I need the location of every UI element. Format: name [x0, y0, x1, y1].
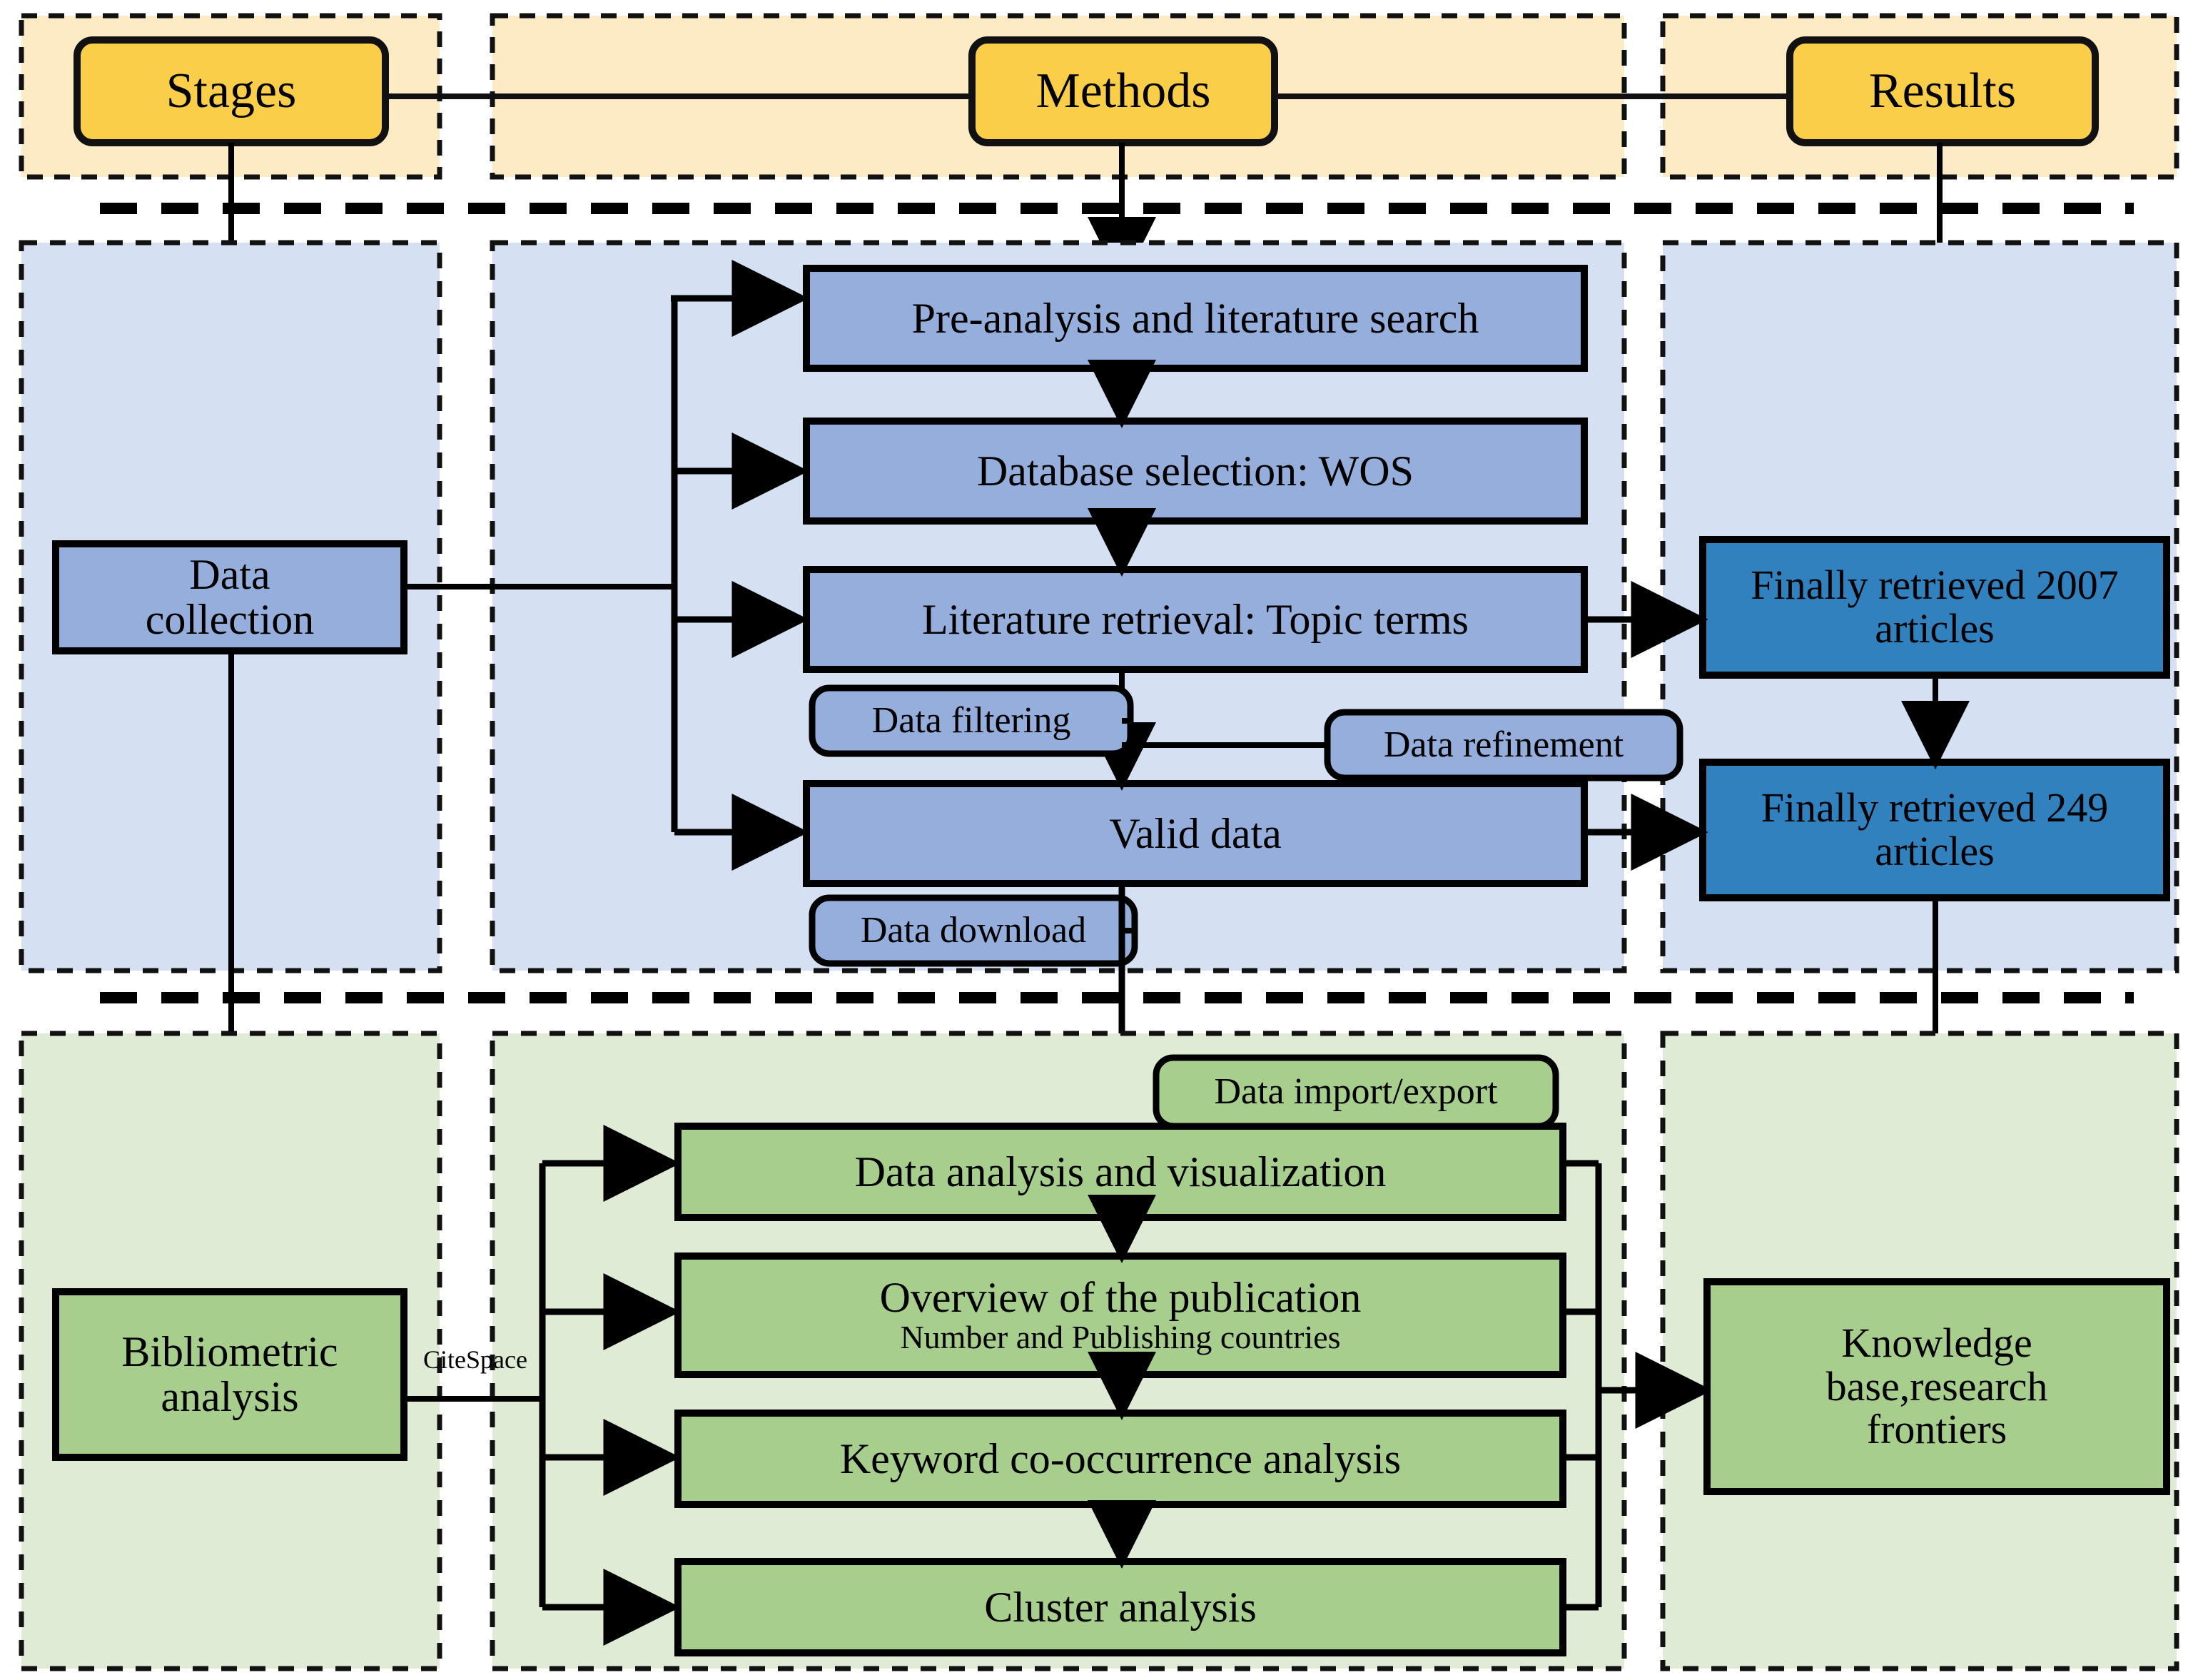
- header-box-stages: [74, 36, 389, 146]
- box-literature-retrieval[interactable]: [803, 566, 1588, 673]
- pill-data-refinement[interactable]: [1324, 709, 1683, 781]
- box-bibliometric-analysis[interactable]: [52, 1288, 407, 1461]
- header-box-methods: [968, 36, 1278, 146]
- pill-data-import-export[interactable]: [1153, 1054, 1559, 1130]
- box-data-collection[interactable]: [52, 540, 407, 654]
- box-pre-analysis[interactable]: [803, 265, 1588, 372]
- pill-data-filtering[interactable]: [809, 684, 1134, 757]
- box-retrieved-2007[interactable]: [1699, 536, 2170, 679]
- box-database-selection[interactable]: [803, 418, 1588, 525]
- box-retrieved-249[interactable]: [1699, 759, 2170, 901]
- box-knowledge-base[interactable]: [1703, 1278, 2170, 1495]
- box-cluster-analysis[interactable]: [674, 1558, 1566, 1656]
- box-overview-publication[interactable]: [674, 1253, 1566, 1378]
- box-valid-data[interactable]: [803, 780, 1588, 887]
- header-box-results: [1786, 36, 2099, 146]
- box-data-analysis-visualization[interactable]: [674, 1123, 1566, 1221]
- box-keyword-cooccurrence[interactable]: [674, 1410, 1566, 1508]
- pill-data-download[interactable]: [809, 894, 1138, 967]
